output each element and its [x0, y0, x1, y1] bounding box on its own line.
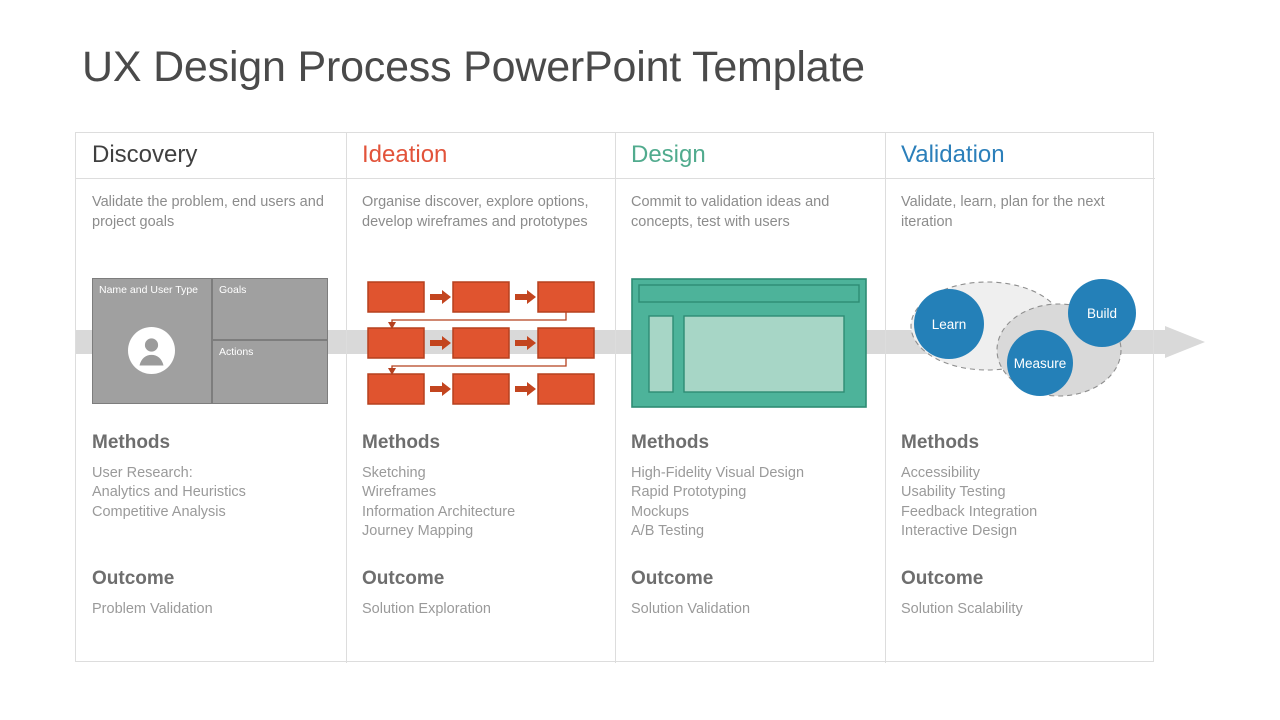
user-avatar-icon	[128, 327, 175, 374]
methods-list-validation: Accessibility Usability Testing Feedback…	[901, 465, 1038, 539]
process-table: Discovery Validate the problem, end user…	[75, 132, 1155, 663]
methods-heading-validation: Methods	[901, 432, 980, 453]
methods-heading-design: Methods	[631, 432, 710, 453]
loop-node-measure	[1007, 330, 1073, 396]
loop-label-measure: Measure	[1014, 356, 1067, 371]
methods-list-ideation: Sketching Wireframes Information Archite…	[362, 465, 516, 539]
loop-node-build	[1068, 279, 1136, 347]
methods-heading-discovery: Methods	[92, 432, 171, 453]
methods-heading-ideation: Methods	[362, 432, 441, 453]
column-discovery: Discovery Validate the problem, end user…	[76, 133, 346, 663]
loop-svg: Learn Measure Build	[910, 279, 1136, 397]
outcome-text-validation: Solution Scalability	[901, 601, 1023, 617]
page-title: UX Design Process PowerPoint Template	[82, 43, 865, 91]
column-divider-2	[615, 133, 616, 663]
column-header-ideation: Ideation	[362, 141, 448, 168]
column-design: Design Commit to validation ideas and co…	[615, 133, 885, 663]
persona-label-actions: Actions	[219, 346, 254, 358]
mockup-svg	[631, 278, 867, 408]
graphic-wireframe-mockup	[631, 278, 869, 408]
methods-list-design: High-Fidelity Visual Design Rapid Protot…	[631, 465, 805, 539]
outcome-text-discovery: Problem Validation	[92, 601, 213, 617]
graphic-build-measure-learn: Learn Measure Build	[901, 278, 1139, 408]
column-description-design: Commit to validation ideas and concepts,…	[631, 194, 830, 230]
column-description-ideation: Organise discover, explore options, deve…	[362, 194, 589, 230]
loop-label-build: Build	[1087, 306, 1117, 321]
column-header-design: Design	[631, 141, 706, 168]
persona-label-name: Name and User Type	[99, 284, 199, 296]
column-ideation: Ideation Organise discover, explore opti…	[346, 133, 616, 663]
outcome-text-ideation: Solution Exploration	[362, 601, 491, 617]
outcome-text-design: Solution Validation	[631, 601, 751, 617]
persona-cell-goals: Goals	[212, 278, 328, 340]
column-header-validation: Validation	[901, 141, 1005, 168]
graphic-flow-grid	[362, 278, 600, 408]
outcome-heading-design: Outcome	[631, 568, 714, 589]
persona-cell-actions: Actions	[212, 340, 328, 404]
persona-label-goals: Goals	[219, 284, 247, 296]
outcome-heading-validation: Outcome	[901, 568, 984, 589]
flow-grid-svg	[367, 281, 595, 405]
persona-cell-name: Name and User Type	[92, 278, 212, 404]
column-header-discovery: Discovery	[92, 141, 198, 168]
loop-node-learn	[914, 289, 984, 359]
column-validation: Validation Validate, learn, plan for the…	[885, 133, 1155, 663]
column-divider-3	[885, 133, 886, 663]
graphic-persona-card: Name and User Type Goals Actions	[92, 278, 330, 408]
outcome-heading-ideation: Outcome	[362, 568, 445, 589]
column-description-validation: Validate, learn, plan for the next itera…	[901, 194, 1105, 230]
loop-label-learn: Learn	[932, 317, 967, 332]
column-divider-1	[346, 133, 347, 663]
outcome-heading-discovery: Outcome	[92, 568, 175, 589]
column-description-discovery: Validate the problem, end users and proj…	[92, 194, 324, 230]
methods-list-discovery: User Research: Analytics and Heuristics …	[92, 465, 246, 520]
